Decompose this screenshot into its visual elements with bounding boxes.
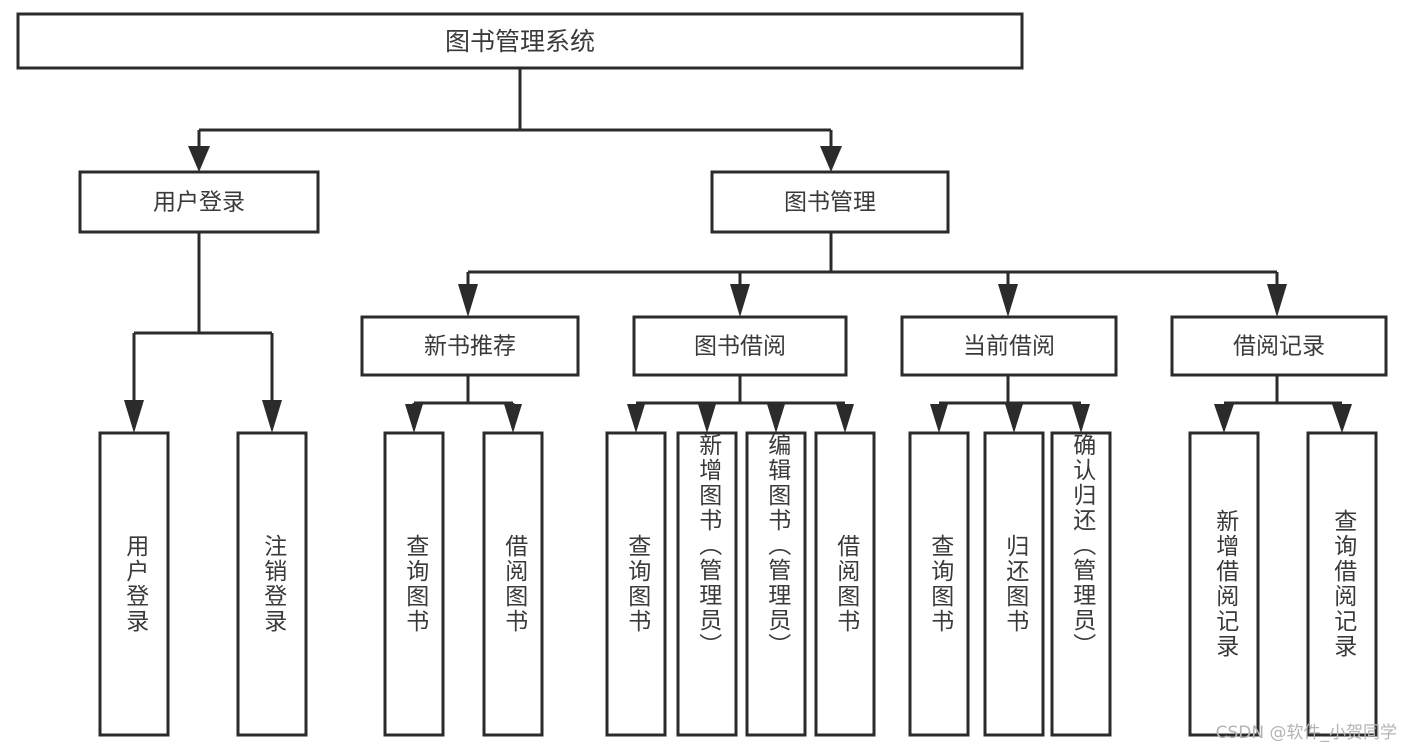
- leaf-box-borrow-book-1[interactable]: [482, 431, 544, 737]
- leaf-box-user-login[interactable]: [98, 431, 170, 737]
- connector-group-root: [188, 68, 842, 172]
- node-new-book-rec-box[interactable]: [360, 315, 580, 377]
- arrowhead-to-query-book-3: [930, 404, 948, 433]
- leaf-box-query-record[interactable]: [1306, 431, 1378, 737]
- arrowhead-to-edit-book: [767, 404, 785, 433]
- node-new-book-rec[interactable]: 新书推荐: [360, 315, 580, 377]
- arrowhead-to-add-book: [698, 404, 716, 433]
- connector-group-book-manage: [458, 232, 1287, 317]
- connector-group-book-borrow: [627, 375, 854, 433]
- node-borrow-record-label: 借阅记录: [1233, 334, 1325, 360]
- node-book-manage-box[interactable]: [710, 170, 950, 234]
- node-root[interactable]: 图书管理系统: [16, 12, 1024, 70]
- arrowhead-root-to-book-manage: [820, 146, 842, 172]
- node-new-book-rec-label: 新书推荐: [424, 334, 516, 360]
- node-user-login-box[interactable]: [78, 170, 320, 234]
- node-book-borrow-label: 图书借阅: [694, 334, 786, 360]
- leaf-box-borrow-book-2[interactable]: [814, 431, 876, 737]
- arrowhead-to-confirm-return: [1072, 404, 1090, 433]
- node-root-label: 图书管理系统: [445, 27, 595, 56]
- leaf-box-query-book-2[interactable]: [605, 431, 667, 737]
- arrowhead-to-leaf-user-login: [124, 400, 144, 433]
- node-current-borrow-box[interactable]: [900, 315, 1118, 377]
- arrowhead-to-new-book-rec: [458, 284, 478, 317]
- leaf-box-confirm-return[interactable]: [1050, 431, 1112, 737]
- node-borrow-record[interactable]: 借阅记录: [1170, 315, 1388, 377]
- node-book-borrow-box[interactable]: [632, 315, 848, 377]
- arrowhead-root-to-user-login: [188, 146, 210, 172]
- arrowhead-to-current-borrow: [998, 284, 1018, 317]
- leaf-box-query-book-3[interactable]: [908, 431, 970, 737]
- leaf-box-add-book[interactable]: [676, 431, 738, 737]
- arrowhead-to-return-book: [1005, 404, 1023, 433]
- arrowhead-to-query-book-1: [405, 404, 423, 433]
- node-book-manage[interactable]: 图书管理: [710, 170, 950, 234]
- arrowhead-to-add-record: [1214, 404, 1234, 433]
- connector-group-current-borrow: [930, 375, 1090, 433]
- node-book-manage-label: 图书管理: [784, 190, 876, 216]
- arrowhead-to-borrow-book-2: [836, 404, 854, 433]
- node-root-box[interactable]: [16, 12, 1024, 70]
- node-user-login-label: 用户登录: [153, 190, 245, 216]
- arrowhead-to-query-book-2: [627, 404, 645, 433]
- connector-group-user-login: [124, 232, 282, 433]
- arrowhead-to-query-record: [1332, 404, 1352, 433]
- arrowhead-to-leaf-logout: [262, 400, 282, 433]
- node-book-borrow[interactable]: 图书借阅: [632, 315, 848, 377]
- leaf-box-edit-book[interactable]: [745, 431, 807, 737]
- node-borrow-record-box[interactable]: [1170, 315, 1388, 377]
- leaf-box-query-book-1[interactable]: [383, 431, 445, 737]
- leaf-box-return-book[interactable]: [983, 431, 1045, 737]
- node-current-borrow-label: 当前借阅: [963, 334, 1055, 360]
- connector-group-borrow-record: [1214, 375, 1352, 433]
- arrowhead-to-book-borrow: [730, 284, 750, 317]
- leaf-box-add-record[interactable]: [1188, 431, 1260, 737]
- node-user-login[interactable]: 用户登录: [78, 170, 320, 234]
- node-current-borrow[interactable]: 当前借阅: [900, 315, 1118, 377]
- connector-group-new-book-rec: [405, 375, 522, 433]
- leaf-box-logout[interactable]: [236, 431, 308, 737]
- arrowhead-to-borrow-record: [1267, 284, 1287, 317]
- arrowhead-to-borrow-book-1: [504, 404, 522, 433]
